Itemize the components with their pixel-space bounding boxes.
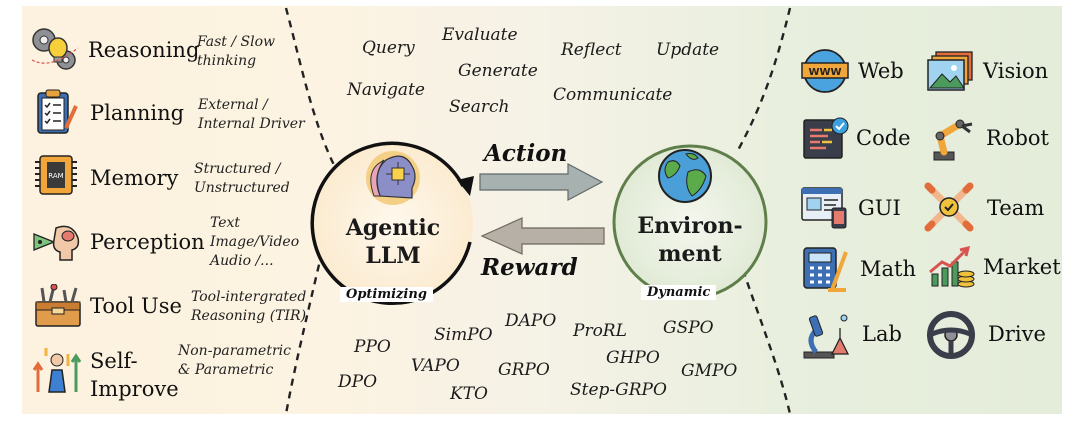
microscope-icon	[803, 314, 850, 359]
left-label-perception: Perception	[90, 230, 205, 254]
algorithm-label: PPO	[354, 337, 391, 357]
svg-text:RAM: RAM	[48, 172, 63, 180]
env-label-gui: GUI	[858, 196, 901, 220]
environment-title: Environ- ment	[637, 213, 743, 267]
action-word: Search	[449, 97, 510, 117]
algorithm-label: GRPO	[498, 360, 550, 380]
svg-text:WWW: WWW	[808, 67, 841, 78]
env-label-team: Team	[987, 196, 1045, 220]
env-label-drive: Drive	[988, 322, 1046, 346]
reward-arrow	[480, 217, 605, 255]
algorithm-label: SimPO	[434, 325, 493, 345]
ram-chip-icon: RAM	[35, 155, 77, 195]
market-chart-icon	[929, 245, 975, 288]
env-label-code: Code	[856, 126, 911, 150]
left-label-planning: Planning	[90, 101, 185, 125]
action-word: Evaluate	[442, 25, 518, 45]
left-desc-planning: External / Internal Driver	[198, 97, 305, 132]
agent-title: Agentic LLM	[345, 215, 441, 269]
separator-left-top	[284, 7, 336, 166]
action-word: Navigate	[347, 80, 425, 100]
left-desc-tool-use: Tool-intergrated Reasoning (TIR)	[191, 289, 307, 324]
env-label-market: Market	[983, 255, 1061, 279]
toolbox-icon	[35, 284, 81, 327]
agent-circle-fill	[313, 144, 473, 304]
calculator-icon	[803, 247, 848, 292]
algorithm-label: DAPO	[505, 311, 557, 331]
left-desc-reasoning: Fast / Slow thinking	[197, 34, 276, 69]
left-desc-memory: Structured / Unstructured	[194, 161, 290, 196]
action-word: Communicate	[553, 85, 673, 105]
left-desc-perception: Text Image/Video Audio /...	[210, 215, 300, 269]
algorithm-label: GSPO	[663, 318, 714, 338]
left-desc-self-improve: Non-parametric & Parametric	[178, 343, 291, 378]
algorithm-label: Step-GRPO	[570, 380, 667, 400]
reward-label: Reward	[481, 254, 578, 281]
earth-icon	[658, 149, 712, 203]
action-arrow	[479, 163, 604, 201]
brain-head-icon	[366, 151, 420, 205]
center-graphic	[310, 141, 768, 305]
env-label-robot: Robot	[986, 126, 1049, 150]
left-label-memory: Memory	[90, 166, 179, 190]
action-word: Query	[362, 38, 415, 58]
www-globe-icon: WWW	[801, 49, 849, 93]
algorithm-label: DPO	[338, 372, 378, 392]
algorithm-label: KTO	[450, 384, 488, 404]
action-word: Reflect	[561, 40, 622, 60]
robot-arm-icon	[933, 119, 973, 161]
agent-tag: Optimizing	[340, 287, 433, 302]
algorithm-label: GHPO	[606, 348, 660, 368]
env-label-vision: Vision	[983, 59, 1049, 83]
self-improve-icon	[32, 348, 82, 393]
action-word: Generate	[458, 61, 538, 81]
left-label-tool-use: Tool Use	[90, 294, 182, 318]
left-label-self-improve: Self- Improve	[90, 349, 179, 401]
env-label-web: Web	[858, 59, 904, 83]
separator-left-bottom	[284, 251, 324, 415]
action-word: Update	[656, 40, 720, 60]
left-label-reasoning: Reasoning	[88, 38, 200, 62]
algorithm-label: VAPO	[411, 356, 460, 376]
env-label-math: Math	[860, 257, 916, 281]
background-panel	[22, 6, 1062, 414]
env-label-lab: Lab	[862, 322, 902, 346]
algorithm-label: GMPO	[681, 361, 738, 381]
separator-right-bottom	[741, 269, 792, 415]
environment-tag: Dynamic	[641, 285, 717, 300]
image-gallery-icon	[927, 51, 973, 91]
team-hands-icon	[924, 182, 974, 232]
code-editor-icon	[803, 117, 849, 159]
action-label: Action	[484, 140, 568, 167]
steering-wheel-icon	[927, 311, 975, 359]
gui-window-icon	[801, 187, 847, 229]
gears-bulb-icon	[31, 28, 79, 70]
clipboard-icon	[37, 89, 78, 134]
agent-ring-arrowhead	[457, 176, 474, 196]
separator-right-top	[735, 7, 792, 153]
algorithm-label: ProRL	[573, 321, 627, 341]
head-sense-icon	[33, 225, 80, 261]
